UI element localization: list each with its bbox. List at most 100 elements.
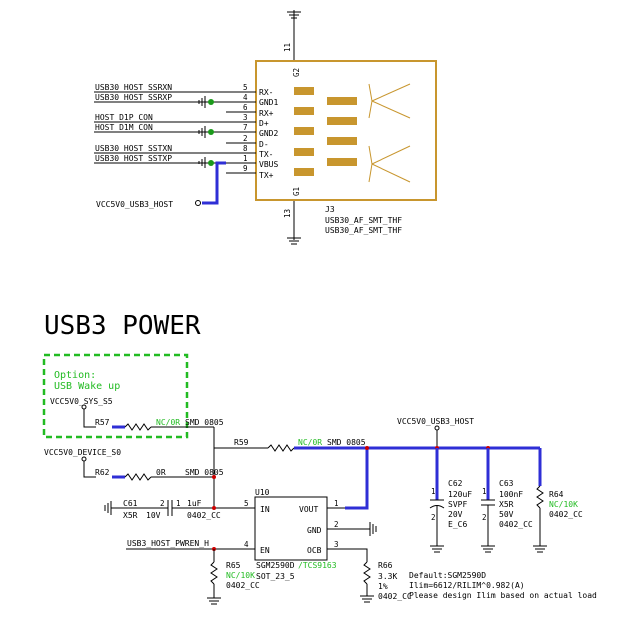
r62-package: SMD 0805	[185, 468, 224, 477]
r65-value: NC/10K	[226, 571, 255, 580]
c61-voltage: 10V	[146, 511, 161, 520]
net-vcc5v0-usb3-host: VCC5V0_USB3_HOST	[96, 200, 173, 209]
pin-num: 3	[334, 540, 339, 549]
c63-refdes: C63	[499, 479, 514, 488]
pin-label-d-minus: D-	[259, 140, 269, 149]
r64-value: NC/10K	[549, 500, 578, 509]
pin-num: 4	[244, 540, 249, 549]
pin-num: 8	[243, 144, 248, 153]
r59-package: SMD 0805	[327, 438, 366, 447]
pin-num: 7	[243, 123, 248, 132]
c62-voltage: 20V	[448, 510, 463, 519]
net-vcc5v0-usb3-host-out: VCC5V0_USB3_HOST	[397, 417, 474, 426]
c63-package: 0402_CC	[499, 520, 533, 529]
pin-num: 3	[243, 113, 248, 122]
r66-value: 3.3K	[378, 572, 397, 581]
c61-value: 1uF	[187, 499, 202, 508]
pin-num: 9	[243, 164, 248, 173]
c61-pin2: 2	[160, 499, 165, 508]
r57-value: NC/0R	[156, 418, 180, 427]
r57-refdes: R57	[95, 418, 110, 427]
shield-top-label: G2	[292, 68, 301, 77]
pin-label-rx-plus: RX+	[259, 109, 274, 118]
r64-package: 0402_CC	[549, 510, 583, 519]
pin-num: 1	[334, 499, 339, 508]
c63-pin2: 2	[482, 513, 487, 522]
j3-pin-top: 11	[283, 43, 292, 52]
net-usb30-host-sstxn: USB30_HOST_SSTXN	[95, 144, 172, 153]
net-vcc5v0-device-s0: VCC5V0_DEVICE_S0	[44, 448, 121, 457]
u10-pin-gnd: GND	[307, 526, 322, 535]
ground-symbol	[198, 126, 226, 138]
u10-pin-en: EN	[260, 546, 270, 555]
u10-refdes: U10	[255, 488, 270, 497]
r65-package: 0402_CC	[226, 581, 260, 590]
c62-pin2: 2	[431, 513, 436, 522]
usb-connector-j3: 11 13 G2 G1 RX- GND1 RX+ D+ GND2 D-	[94, 10, 437, 245]
pin-label-gnd1: GND1	[259, 98, 278, 107]
pin-num: 6	[243, 103, 248, 112]
net-vcc5v0-sys-s5: VCC5V0_SYS_S5	[50, 397, 113, 406]
u10-alt-part: /TCS9163	[298, 561, 337, 570]
option-line2: USB Wake up	[54, 381, 120, 392]
c61-dielectric: X5R	[123, 511, 138, 520]
r59-refdes: R59	[234, 438, 249, 447]
ground-symbol	[198, 157, 214, 168]
c63-pin1: 1	[482, 487, 487, 496]
pin-label-d-plus: D+	[259, 119, 269, 128]
net-usb3-host-pwren-h: USB3_HOST_PWREN_H	[127, 539, 209, 548]
note-design: Please design Ilim based on actual load	[409, 591, 597, 600]
r65-refdes: R65	[226, 561, 241, 570]
r57-package: SMD 0805	[185, 418, 224, 427]
note-default: Default:SGM2590D	[409, 571, 486, 580]
c62-value: 120uF	[448, 490, 472, 499]
capacitor-c63: 1 2 C63 100nF X5R 50V 0402_CC	[481, 446, 533, 553]
r66-package: 0402_CC	[378, 592, 412, 601]
j3-pin-bottom: 13	[283, 209, 292, 218]
r66-tolerance: 1%	[378, 582, 388, 591]
option-box: Option: USB Wake up VCC5V0_SYS_S5 R57 NC…	[42, 353, 224, 439]
connector-refdes: J3	[325, 205, 335, 214]
net-usb30-host-sstxp: USB30_HOST_SSTXP	[95, 154, 172, 163]
u10-package: SOT_23_5	[256, 572, 295, 581]
note-ilim: Ilim=6612/RILIM^0.982(A)	[409, 581, 525, 590]
shield-bottom-label: G1	[292, 187, 301, 196]
r62-value: 0R	[156, 468, 166, 477]
connector-value: USB30_AF_SMT_THF	[325, 216, 402, 225]
u10-part: SGM2590D	[256, 561, 295, 570]
u10-pin-ocb: OCB	[307, 546, 322, 555]
pin-num: 4	[243, 93, 248, 102]
c63-dielectric: X5R	[499, 500, 514, 509]
c62-type: SVPF	[448, 500, 467, 509]
section-title: USB3 POWER	[44, 311, 201, 341]
ic-u10: U10 IN EN VOUT GND OCB 5 4 1 2 3 SGM2590…	[244, 488, 339, 581]
pin-label-tx-plus: TX+	[259, 171, 274, 180]
c63-value: 100nF	[499, 490, 523, 499]
r62-refdes: R62	[95, 468, 110, 477]
connector-body	[255, 60, 437, 201]
c61-pin1: 1	[176, 499, 181, 508]
c62-pin1: 1	[431, 487, 436, 496]
connector-footprint: USB30_AF_SMT_THF	[325, 226, 402, 235]
u10-pin-in: IN	[260, 505, 270, 514]
net-host-d1m-con: HOST_D1M_CON	[95, 123, 153, 132]
pin-num: 5	[244, 499, 249, 508]
c61-refdes: C61	[123, 499, 138, 508]
net-usb30-host-ssrxn: USB30_HOST_SSRXN	[95, 83, 172, 92]
capacitor-c61: C61 X5R 10V 2 1 1uF 0402_CC	[104, 499, 255, 520]
r59-value: NC/0R	[298, 438, 322, 447]
net-usb30-host-ssrxp: USB30_HOST_SSRXP	[95, 93, 172, 102]
net-host-d1p-con: HOST_D1P_CON	[95, 113, 153, 122]
pin-label-rx-minus: RX-	[259, 88, 273, 97]
r64-refdes: R64	[549, 490, 564, 499]
c61-package: 0402_CC	[187, 511, 221, 520]
option-line1: Option:	[54, 370, 96, 381]
pin-label-tx-minus: TX-	[259, 150, 273, 159]
u10-pin-vout: VOUT	[299, 505, 318, 514]
pin-label-vbus: VBUS	[259, 160, 278, 169]
pin-num: 5	[243, 83, 248, 92]
c63-voltage: 50V	[499, 510, 514, 519]
ground-symbol	[198, 96, 226, 108]
pin-label-gnd2: GND2	[259, 129, 278, 138]
c62-refdes: C62	[448, 479, 463, 488]
